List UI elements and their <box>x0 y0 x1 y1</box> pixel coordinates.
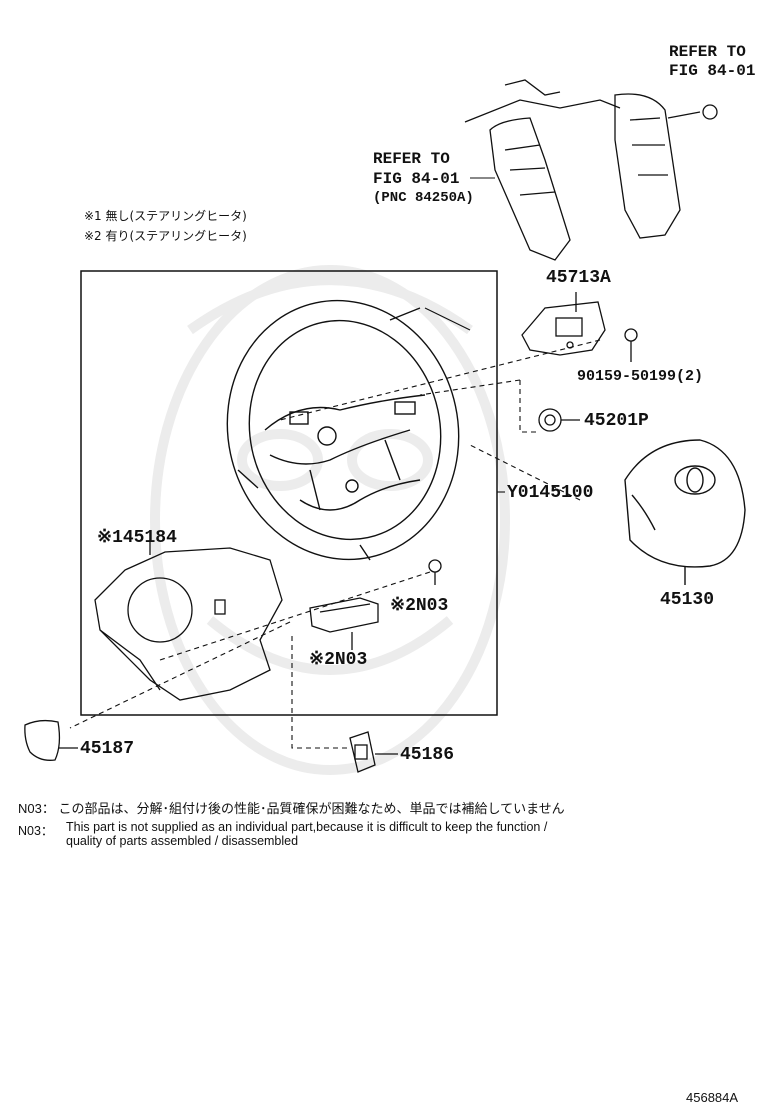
airbag-45130-drawing <box>624 439 746 585</box>
part-45187[interactable]: 45187 <box>80 739 135 759</box>
nut-45201P-drawing <box>538 408 580 432</box>
note-en-prefix: N03： <box>18 824 54 838</box>
part-45201P[interactable]: 45201P <box>584 411 649 431</box>
switch-45186-drawing <box>349 731 398 773</box>
legend-1: ※1 無し(ステアリングヒータ) <box>84 209 247 223</box>
module-N03-drawing <box>309 559 442 650</box>
part-90159-50199[interactable]: 90159-50199(2) <box>577 368 704 385</box>
solid-leaders <box>424 177 505 493</box>
part-Y0145100[interactable]: Y0145100 <box>507 483 594 503</box>
leader-lines <box>69 339 601 749</box>
bracket-45713A-drawing <box>521 292 638 362</box>
refer-left-line3: (PNC 84250A) <box>373 190 474 206</box>
watermark-logo <box>150 265 510 775</box>
part-N03-upper[interactable]: ※2N03 <box>390 596 449 616</box>
figure-id: 456884A <box>686 1090 739 1105</box>
part-45713A[interactable]: 45713A <box>546 268 611 288</box>
legend-2: ※2 有り(ステアリングヒータ) <box>84 229 247 243</box>
note-en-line1: This part is not supplied as an individu… <box>66 820 548 834</box>
refer-top-line2: FIG 84-01 <box>669 62 756 80</box>
steering-switch-drawing <box>464 79 718 261</box>
steering-wheel-drawing <box>226 299 460 561</box>
note-en-line2: quality of parts assembled / disassemble… <box>66 834 299 848</box>
cover-45187-drawing <box>24 719 78 761</box>
refer-left-line2: FIG 84-01 <box>373 170 460 188</box>
part-N03-lower[interactable]: ※2N03 <box>309 650 368 670</box>
assembly-box <box>80 270 498 716</box>
cover-45184-drawing <box>94 540 283 701</box>
refer-top-line1: REFER TO <box>669 43 746 61</box>
refer-left-line1: REFER TO <box>373 150 450 168</box>
part-45184[interactable]: ※145184 <box>97 528 177 548</box>
part-45186[interactable]: 45186 <box>400 745 455 765</box>
part-45130[interactable]: 45130 <box>660 590 715 610</box>
note-jp: N03： この部品は、分解･組付け後の性能･品質確保が困難なため、単品では補給し… <box>18 801 565 816</box>
